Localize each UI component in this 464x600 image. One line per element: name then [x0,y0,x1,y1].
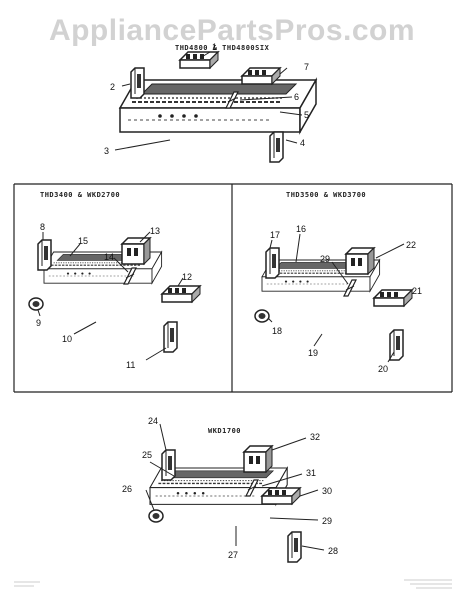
section-title-right: THD3500 & WKD3700 [286,191,367,199]
top-panel [119,79,317,133]
right-endcap-top [265,247,280,279]
callout-8: 8 [40,222,45,232]
right-module [345,247,375,275]
section-title-left: THD3400 & WKD2700 [40,191,121,199]
callout-1: 1 [212,42,217,52]
right-assembly: 17 16 22 29 21 18 19 20 [254,224,422,374]
callout-29-bottom: 29 [322,516,332,526]
callout-22: 22 [406,240,416,250]
left-switch [161,285,201,303]
callout-3: 3 [104,146,109,156]
top-endcap-right [269,131,284,163]
callout-15: 15 [78,236,88,246]
callout-30: 30 [322,486,332,496]
corner-marks [14,579,452,589]
watermark: AppliancePartsPros.com [48,14,416,47]
callout-19: 19 [308,348,318,358]
top-assembly: 1 7 2 6 5 3 4 [104,42,317,163]
bottom-knob [148,509,164,523]
callout-26: 26 [122,484,132,494]
callout-5: 5 [304,110,309,120]
callout-12: 12 [182,272,192,282]
callout-9: 9 [36,318,41,328]
bottom-assembly: 24 32 25 31 26 30 29 27 28 [122,416,338,563]
callout-14: 14 [104,252,114,262]
right-switch [373,289,413,307]
callout-4: 4 [300,138,305,148]
left-knob [28,297,44,311]
bottom-switch [261,487,301,505]
right-knob [254,309,270,323]
callout-18: 18 [272,326,282,336]
callout-25: 25 [142,450,152,460]
callout-10: 10 [62,334,72,344]
callout-13: 13 [150,226,160,236]
top-switch-2 [241,67,281,85]
callout-27: 27 [228,550,238,560]
callout-24: 24 [148,416,158,426]
top-endcap-left [130,67,145,99]
top-switch [179,51,219,69]
callout-32: 32 [310,432,320,442]
callout-11: 11 [126,360,135,370]
callout-7: 7 [304,62,309,72]
left-module [121,237,151,265]
callout-29: 29 [320,254,330,264]
bottom-module [243,445,273,473]
section-title-top: THD4800 & THD4800SIX [175,44,270,52]
callout-2: 2 [110,82,115,92]
callout-31: 31 [306,468,316,478]
callout-16: 16 [296,224,306,234]
left-endcap-top [37,239,52,271]
callout-21: 21 [412,286,422,296]
left-endcap-bottom [163,321,178,353]
callout-20: 20 [378,364,388,374]
callout-17: 17 [270,230,280,240]
left-assembly: 8 15 13 14 12 9 10 11 [28,222,201,370]
bottom-endcap-bottom [287,531,302,563]
callout-6: 6 [294,92,299,102]
section-title-bottom: WKD1700 [208,427,242,435]
callout-28: 28 [328,546,338,556]
